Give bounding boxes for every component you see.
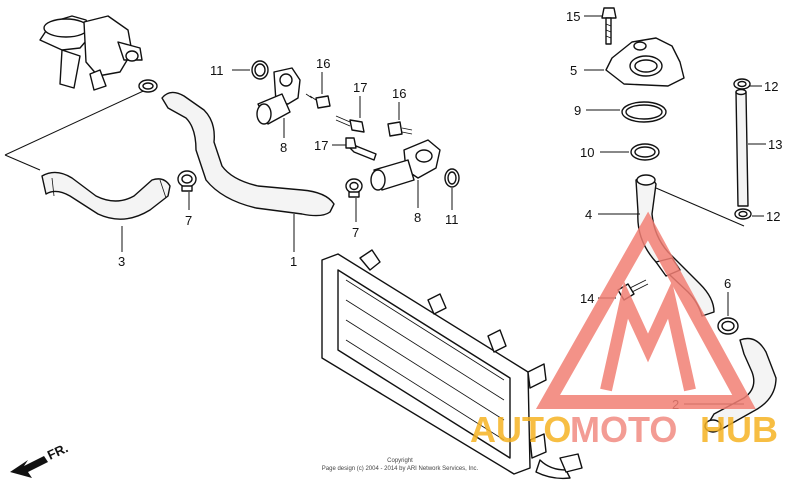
callout-6: 6	[724, 276, 731, 291]
bolt-16b	[387, 121, 413, 137]
watermark-logo: AUTO MOTO HUB	[470, 211, 778, 450]
water-pipe-8b	[370, 139, 441, 191]
watermark-triangle	[535, 211, 756, 409]
callout-9: 9	[574, 103, 581, 118]
callout-15: 15	[566, 9, 580, 24]
o-ring-10	[630, 143, 660, 161]
callout-8-left: 8	[280, 140, 287, 155]
clamp-6	[717, 317, 739, 335]
callout-12-upper: 12	[764, 79, 778, 94]
callout-17-lower: 17	[314, 138, 328, 153]
hose-13	[735, 88, 749, 207]
clamp-12a	[733, 78, 751, 90]
radiator	[321, 249, 583, 480]
bolt-17a	[335, 115, 365, 133]
hose-clamp-7a	[177, 170, 197, 192]
water-pipe-8a	[256, 67, 301, 125]
callout-5: 5	[570, 63, 577, 78]
hose-2	[704, 337, 777, 433]
copyright-line-1: Copyright	[387, 458, 413, 464]
callout-11-right: 11	[445, 212, 459, 227]
callout-1: 1	[290, 254, 297, 269]
o-ring-9	[621, 101, 667, 123]
hose-clamp-7b	[345, 178, 363, 198]
callout-12-lower: 12	[766, 209, 780, 224]
bolt-16a	[305, 93, 331, 109]
filler-neck-assembly	[39, 15, 143, 91]
callout-16-left: 16	[316, 56, 330, 71]
callout-3: 3	[118, 254, 125, 269]
bracket-lines	[4, 86, 153, 171]
copyright-line-2: Page design (c) 2004 - 2014 by ARI Netwo…	[322, 466, 479, 472]
hose-3	[41, 171, 171, 220]
callout-labels: 15 5 12 9 13 10 4 12 6 14 2 11 16 17 16 …	[45, 9, 783, 463]
front-label: FR.	[45, 440, 70, 462]
callout-16-right: 16	[392, 86, 406, 101]
callout-4: 4	[585, 207, 592, 222]
watermark-auto: AUTO	[470, 409, 571, 450]
o-ring-11a	[251, 60, 269, 80]
callout-17-upper: 17	[353, 80, 367, 95]
hose-1	[161, 91, 335, 217]
water-outlet-5	[605, 37, 685, 87]
callout-8-right: 8	[414, 210, 421, 225]
o-ring-11b	[444, 168, 460, 188]
callout-7-right: 7	[352, 225, 359, 240]
callout-7-left: 7	[185, 213, 192, 228]
watermark-m-shape	[600, 281, 696, 392]
callout-10: 10	[580, 145, 594, 160]
clamp-12b	[734, 208, 752, 220]
hose-clamp	[138, 79, 158, 93]
callout-14: 14	[580, 291, 594, 306]
watermark-moto: MOTO	[570, 409, 677, 450]
bracket-line-right	[655, 187, 745, 227]
front-direction-arrow	[10, 456, 48, 478]
copyright-notice: Copyright Page design (c) 2004 - 2014 by…	[322, 458, 479, 472]
callout-13: 13	[768, 137, 782, 152]
bolt-17b	[345, 137, 377, 161]
bolt-15	[601, 7, 617, 45]
watermark-hub: HUB	[700, 409, 778, 450]
callout-11-left: 11	[210, 63, 224, 78]
